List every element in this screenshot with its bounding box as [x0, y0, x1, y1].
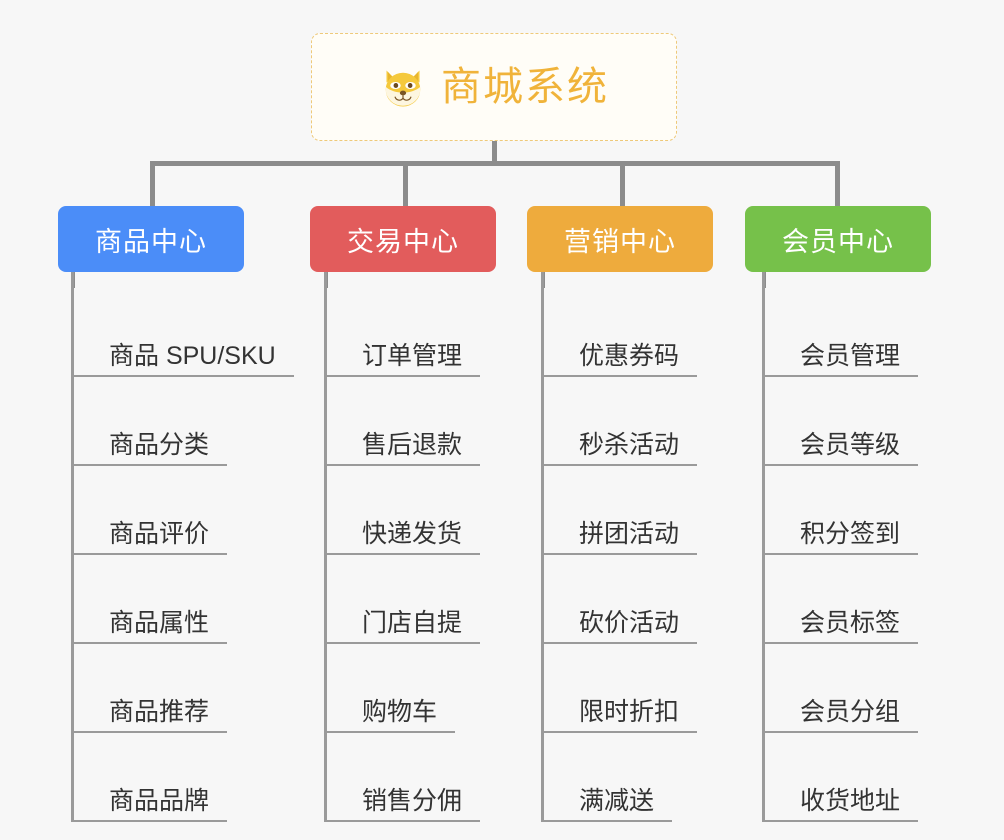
leaf-item-label: 订单管理	[362, 341, 463, 370]
leaf-item-label: 秒杀活动	[579, 430, 680, 459]
leaf-item-label: 购物车	[362, 697, 438, 726]
leaf-item-label: 拼团活动	[579, 519, 680, 548]
leaf-item[interactable]: 会员分组	[762, 644, 918, 733]
leaf-item[interactable]: 优惠券码	[541, 288, 697, 377]
leaf-item-label: 商品评价	[109, 519, 210, 548]
leaf-item[interactable]: 快递发货	[324, 466, 480, 555]
category-label: 会员中心	[782, 226, 894, 257]
category-box-product-center[interactable]: 商品中心	[58, 206, 244, 272]
root-title: 商城系统	[441, 65, 609, 109]
category-box-marketing-center[interactable]: 营销中心	[527, 206, 713, 272]
leaf-item[interactable]: 商品分类	[71, 377, 227, 466]
connector-horizontal-bus	[150, 161, 840, 166]
leaf-item[interactable]: 限时折扣	[541, 644, 697, 733]
column-spine	[71, 272, 74, 822]
leaf-item[interactable]: 会员管理	[762, 288, 918, 377]
column-spine	[762, 272, 765, 822]
connector-root-stem	[492, 141, 497, 165]
leaf-item[interactable]: 门店自提	[324, 555, 480, 644]
leaf-item-label: 会员标签	[800, 608, 901, 637]
leaf-item-label: 优惠券码	[579, 341, 680, 370]
leaf-item-label: 商品分类	[109, 430, 210, 459]
connector-drop-2	[403, 161, 408, 208]
leaf-item-label: 会员分组	[800, 697, 901, 726]
leaf-item[interactable]: 销售分佣	[324, 733, 480, 822]
leaf-item-label: 商品推荐	[109, 697, 210, 726]
column-spine	[324, 272, 327, 822]
leaf-item-label: 销售分佣	[362, 786, 463, 815]
leaf-item[interactable]: 购物车	[324, 644, 455, 733]
leaf-item-label: 商品品牌	[109, 786, 210, 815]
leaf-item-label: 快递发货	[362, 519, 463, 548]
leaf-item[interactable]: 秒杀活动	[541, 377, 697, 466]
category-box-member-center[interactable]: 会员中心	[745, 206, 931, 272]
leaf-item-label: 会员等级	[800, 430, 901, 459]
leaf-item-label: 收货地址	[800, 786, 901, 815]
leaf-item[interactable]: 售后退款	[324, 377, 480, 466]
leaf-item-label: 砍价活动	[579, 608, 680, 637]
leaf-item[interactable]: 商品评价	[71, 466, 227, 555]
leaf-item[interactable]: 会员标签	[762, 555, 918, 644]
leaf-item[interactable]: 拼团活动	[541, 466, 697, 555]
leaf-item-label: 商品属性	[109, 608, 210, 637]
leaf-item-label: 限时折扣	[579, 697, 680, 726]
connector-drop-4	[835, 161, 840, 208]
connector-drop-1	[150, 161, 155, 208]
category-box-trade-center[interactable]: 交易中心	[310, 206, 496, 272]
shiba-dog-face-icon	[385, 70, 421, 107]
leaf-item[interactable]: 商品品牌	[71, 733, 227, 822]
leaf-item-label: 售后退款	[362, 430, 463, 459]
leaf-item-label: 满减送	[579, 786, 655, 815]
category-label: 商品中心	[95, 226, 207, 257]
leaf-item-label: 门店自提	[362, 608, 463, 637]
leaf-item[interactable]: 订单管理	[324, 288, 480, 377]
leaf-item[interactable]: 满减送	[541, 733, 672, 822]
leaf-item[interactable]: 收货地址	[762, 733, 918, 822]
leaf-item[interactable]: 商品 SPU/SKU	[71, 288, 294, 377]
root-node[interactable]: 商城系统	[311, 33, 677, 141]
column-spine	[541, 272, 544, 822]
leaf-item-label: 商品 SPU/SKU	[109, 341, 276, 370]
leaf-item[interactable]: 砍价活动	[541, 555, 697, 644]
leaf-item-label: 会员管理	[800, 341, 901, 370]
connector-drop-3	[620, 161, 625, 208]
category-label: 交易中心	[347, 226, 459, 257]
leaf-item[interactable]: 商品推荐	[71, 644, 227, 733]
leaf-item-label: 积分签到	[800, 519, 901, 548]
leaf-item[interactable]: 商品属性	[71, 555, 227, 644]
leaf-item[interactable]: 会员等级	[762, 377, 918, 466]
category-label: 营销中心	[564, 226, 676, 257]
leaf-item[interactable]: 积分签到	[762, 466, 918, 555]
